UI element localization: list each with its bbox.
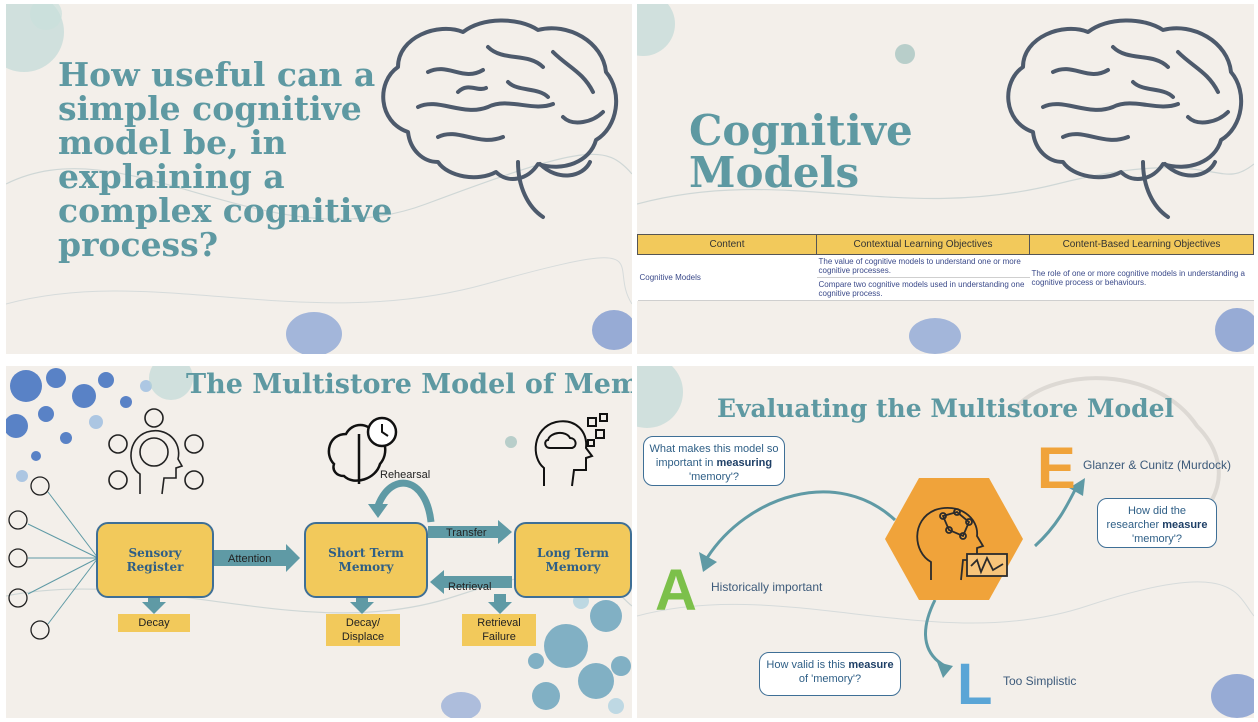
sensory-register-box: Sensory Register bbox=[96, 522, 214, 598]
ltm-label-line-2: Memory bbox=[545, 560, 601, 574]
bubble-researcher-suffix: 'memory'? bbox=[1131, 533, 1183, 545]
stm-label-line-2: Memory bbox=[338, 560, 394, 574]
bubble-researcher-text: How did the researcher bbox=[1106, 505, 1187, 531]
learning-objectives-table: Content Contextual Learning Objectives C… bbox=[637, 234, 1254, 301]
hexagon-head-icon bbox=[885, 478, 1023, 600]
decay-displace-label: Decay/ Displace bbox=[326, 614, 400, 646]
slide-1-title: How useful can a simple cognitive model … bbox=[58, 55, 393, 264]
cell-contextual-1: The value of cognitive models to underst… bbox=[816, 254, 1030, 278]
slide-1-background bbox=[6, 4, 632, 354]
retrieval-label: Retrieval bbox=[448, 581, 492, 593]
bubble-validity-bold: measure bbox=[848, 659, 894, 671]
rehearsal-label: Rehearsal bbox=[380, 469, 431, 481]
short-term-memory-box: Short Term Memory bbox=[304, 522, 428, 598]
attention-label: Attention bbox=[228, 553, 272, 565]
slide-4-background bbox=[637, 366, 1254, 718]
flow-arrows bbox=[142, 479, 512, 614]
retrieval-failure-line-2: Failure bbox=[482, 631, 516, 643]
transfer-label: Transfer bbox=[446, 527, 487, 539]
digital-head-icon bbox=[534, 413, 608, 487]
header-content: Content bbox=[637, 234, 817, 255]
decay-displace-line-1: Decay/ bbox=[345, 617, 381, 629]
slide-2-title-line-1: Cognitive bbox=[689, 106, 913, 155]
letter-l: L bbox=[957, 652, 993, 717]
letter-a: A bbox=[655, 558, 697, 623]
bubble-measuring-text: What makes this model so important in bbox=[649, 443, 779, 469]
slide-4-title: Evaluating the Multistore Model bbox=[716, 394, 1175, 423]
cell-contextual-2: Compare two cognitive models used in und… bbox=[816, 277, 1030, 301]
table-header-row: Content Contextual Learning Objectives C… bbox=[637, 234, 1254, 255]
brain-icon bbox=[381, 18, 619, 219]
header-contextual: Contextual Learning Objectives bbox=[816, 234, 1030, 255]
cell-content-based: The role of one or more cognitive models… bbox=[1029, 254, 1254, 301]
bubble-measuring-suffix: 'memory'? bbox=[688, 471, 740, 483]
senses-head-icon bbox=[108, 408, 204, 495]
sensory-register-label: Sensory Register bbox=[126, 546, 184, 574]
table-row: Compare two cognitive models used in und… bbox=[638, 277, 1254, 301]
bubble-validity-suffix: of 'memory'? bbox=[798, 673, 862, 685]
ltm-label-line-1: Long Term bbox=[537, 546, 609, 560]
slide-4[interactable]: Evaluating the Multistore Model What mak… bbox=[637, 366, 1254, 718]
letter-e-text: Glanzer & Cunitz (Murdock) bbox=[1083, 458, 1232, 472]
speech-bubble-validity: How valid is this measure of 'memory'? bbox=[759, 652, 901, 696]
speech-bubble-researcher: How did the researcher measure 'memory'? bbox=[1097, 498, 1217, 548]
bubble-measuring-bold: measuring bbox=[716, 457, 773, 469]
brain-clock-icon bbox=[327, 416, 398, 484]
slide-2-background bbox=[637, 4, 1254, 354]
sense-arrows bbox=[8, 476, 99, 640]
stm-label-line-1: Short Term bbox=[328, 546, 404, 560]
retrieval-failure-line-1: Retrieval bbox=[477, 617, 521, 629]
slide-1[interactable]: How useful can a simple cognitive model … bbox=[6, 4, 632, 354]
letter-e: E bbox=[1037, 436, 1076, 501]
speech-bubble-measuring: What makes this model so important in me… bbox=[643, 436, 785, 486]
bubble-validity-text: How valid is this bbox=[766, 659, 849, 671]
bubble-researcher-bold: measure bbox=[1162, 519, 1208, 531]
cell-content: Cognitive Models bbox=[637, 254, 817, 301]
slide-2-title: Cognitive Models bbox=[689, 110, 913, 194]
decay-label: Decay bbox=[118, 614, 190, 632]
letter-l-text: Too Simplistic bbox=[1003, 674, 1077, 688]
slide-3-background bbox=[6, 366, 632, 718]
header-content-based: Content-Based Learning Objectives bbox=[1029, 234, 1254, 255]
long-term-memory-box: Long Term Memory bbox=[514, 522, 632, 598]
table-row: Cognitive Models The value of cognitive … bbox=[637, 254, 1254, 301]
retrieval-failure-label: Retrieval Failure bbox=[462, 614, 536, 646]
brain-icon bbox=[1006, 18, 1244, 219]
slide-3[interactable]: The Multistore Model of Memory bbox=[6, 366, 632, 718]
slide-2[interactable]: Cognitive Models Content Contextual Lear… bbox=[637, 4, 1254, 354]
decay-displace-line-2: Displace bbox=[341, 631, 385, 643]
letter-a-text: Historically important bbox=[711, 580, 823, 594]
slide-3-title: The Multistore Model of Memory bbox=[186, 369, 632, 400]
slide-2-title-line-2: Models bbox=[689, 148, 860, 197]
